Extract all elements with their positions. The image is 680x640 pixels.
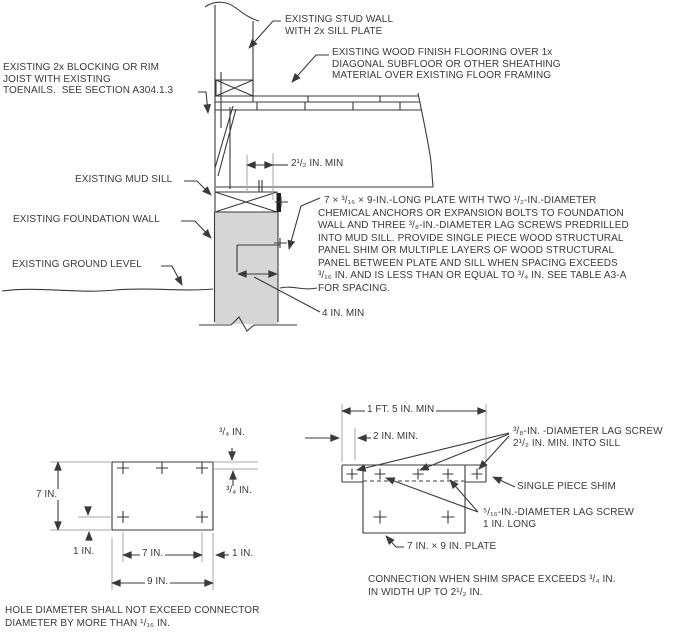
ground-line-left	[1, 288, 214, 292]
label-plate-note: 7 × ³/₁₆ × 9-IN.-LONG PLATE WITH TWO ¹/₂…	[318, 195, 629, 294]
leader-lag516-a	[385, 477, 479, 513]
plate-outline-plan	[362, 465, 466, 534]
shim-outline	[341, 464, 487, 483]
leader-blocking	[198, 91, 212, 114]
label-7x9-plate: 7 IN. × 9 IN. PLATE	[407, 541, 497, 552]
dim-1-left: 1 IN.	[73, 546, 95, 557]
dim-4in-leader	[253, 276, 321, 313]
plate-outline	[111, 461, 214, 531]
label-existing-ground-level: EXISTING GROUND LEVEL	[12, 259, 142, 270]
dim-2-5-extensions	[246, 153, 274, 200]
foundation-wall-faces	[213, 212, 279, 322]
leader-lag516-b	[449, 479, 479, 513]
embedment-reference	[236, 244, 280, 272]
leader-plate-plan	[385, 535, 404, 548]
leader-stud-wall	[248, 20, 281, 49]
dim-34-bottom: ³/₄ IN.	[226, 485, 252, 496]
dim-4-in-min: 4 IN. MIN	[322, 308, 365, 319]
note-hole-diameter: HOLE DIAMETER SHALL NOT EXCEED CONNECTOR…	[5, 605, 260, 629]
leader-flooring	[291, 54, 329, 83]
dim-9: 9 IN.	[145, 576, 171, 587]
plate-holes-plan	[373, 510, 455, 524]
dim-7-vertical: 7 IN.	[34, 489, 60, 500]
plate-extension-lines	[50, 461, 258, 590]
label-existing-blocking: EXISTING 2x BLOCKING OR RIM JOIST WITH E…	[3, 62, 174, 96]
ground-line-right	[279, 286, 318, 290]
label-lag-screw-516: ⁵/₁₆-IN.-DIAMETER LAG SCREW 1 IN. LONG	[483, 507, 634, 530]
foundation-break-line	[199, 316, 297, 332]
leader-lag38-a	[356, 432, 510, 472]
caption-connection-shim-space: CONNECTION WHEN SHIM SPACE EXCEEDS ³/₄ I…	[368, 574, 616, 598]
plate-detail-linework	[50, 448, 258, 590]
label-existing-stud-wall: EXISTING STUD WALL WITH 2x SILL PLATE	[285, 14, 394, 37]
section-linework	[1, 1, 434, 332]
shim-detail-linework	[305, 404, 516, 548]
leader-plate-note	[287, 197, 321, 250]
leader-ground	[161, 265, 183, 286]
label-existing-flooring: EXISTING WOOD FINISH FLOORING OVER 1x DI…	[332, 47, 561, 81]
plate-holes	[117, 462, 208, 523]
dim-7-horizontal: 7 IN.	[140, 548, 166, 559]
floor-strips	[215, 95, 421, 111]
dim-1-right: 1 IN.	[232, 548, 254, 559]
dim-1ft-5in-min: 1 FT. 5 IN. MIN	[365, 404, 437, 415]
toenails	[214, 105, 263, 192]
leader-lag38-b	[419, 433, 510, 471]
plate-fasteners	[274, 197, 288, 248]
leader-foundation	[181, 220, 212, 239]
leader-mud-sill	[184, 180, 212, 196]
dim-2-5-in-min: 2¹/₂ IN. MIN	[291, 158, 344, 169]
label-lag-screw-38: ³/₈-IN. -DIAMETER LAG SCREW 2¹/₂ IN. MIN…	[513, 426, 663, 449]
floor-board-joints	[256, 96, 401, 110]
mud-sill-box	[214, 191, 278, 213]
dim-2-in-min: 2 IN. MIN.	[373, 431, 419, 442]
wall-break-line	[204, 1, 260, 22]
label-existing-mud-sill: EXISTING MUD SILL	[75, 174, 173, 185]
shim-holes	[346, 468, 483, 480]
label-single-piece-shim: SINGLE PIECE SHIM	[517, 481, 616, 492]
foundation-wall-fill	[214, 212, 278, 324]
leader-shim	[492, 476, 516, 488]
floor-break-line	[417, 92, 434, 188]
leader-lag38-c	[478, 435, 510, 470]
label-existing-foundation-wall: EXISTING FOUNDATION WALL	[13, 214, 160, 225]
dim-34-top: ³/₄ IN.	[219, 427, 245, 438]
